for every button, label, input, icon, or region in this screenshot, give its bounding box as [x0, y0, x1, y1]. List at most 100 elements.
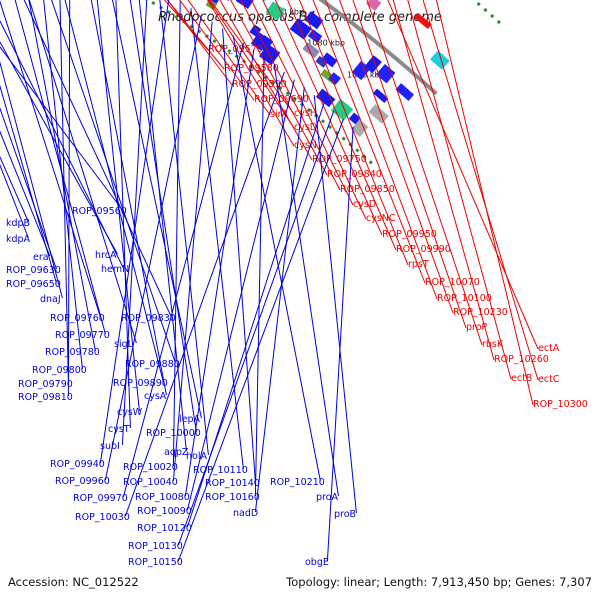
reverse-gene-block — [302, 42, 320, 59]
reverse-leader-line — [0, 19, 124, 269]
forward-gene-label: sirA — [270, 109, 288, 120]
reverse-gene-label: ROP_09880 — [125, 359, 180, 370]
reverse-gene-block — [372, 88, 389, 104]
reverse-gene-label: ROP_10130 — [128, 541, 183, 552]
forward-gene-label: ectC — [538, 374, 560, 385]
forward-gene-block — [430, 50, 450, 70]
reverse-gene-label: ROP_10150 — [128, 557, 183, 568]
reverse-leader-line — [0, 130, 51, 257]
reverse-gene-label: ROP_09800 — [32, 365, 87, 376]
reverse-gene-label: ROP_10120 — [137, 523, 192, 534]
reverse-gene-label: ROP_09650 — [6, 279, 61, 290]
forward-leader-line — [209, 0, 295, 115]
reverse-gene-block — [364, 55, 382, 74]
forward-gene-label: rpsT — [408, 259, 429, 270]
reverse-gene-label: nadD — [233, 508, 258, 519]
reverse-gene-block — [235, 0, 257, 9]
backbone-arc — [318, 0, 438, 96]
reverse-leader-line — [0, 0, 101, 318]
reverse-gene-label: lepA — [179, 414, 201, 425]
reverse-gene-label: ROP_10080 — [135, 492, 190, 503]
reverse-gene-block — [321, 52, 338, 68]
reverse-leader-line — [64, 0, 164, 383]
reverse-gene-label: dnaJ — [40, 294, 61, 305]
reverse-leader-line — [122, 42, 244, 498]
forward-leader-line — [166, 0, 225, 70]
reverse-leader-line — [138, 0, 187, 452]
reverse-leader-line — [104, 14, 202, 481]
reverse-gene-label: cysT — [108, 424, 130, 435]
reverse-gene-label: ROP_09940 — [50, 459, 105, 470]
reverse-gene-label: hemN — [101, 264, 129, 275]
reverse-gene-label: ROP_10090 — [137, 506, 192, 517]
forward-gene-label: cysNC — [366, 213, 396, 224]
reverse-gene-label: ROP_09810 — [18, 392, 73, 403]
forward-gene-block — [414, 12, 432, 30]
reverse-gene-block — [376, 63, 396, 84]
forward-gene-label: cysD — [353, 199, 376, 210]
reverse-leader-line — [0, 46, 123, 211]
reverse-gene-block — [315, 55, 328, 68]
forward-leader-line — [422, 0, 539, 381]
reverse-gene-label: cysA — [144, 391, 167, 402]
reverse-leader-line — [99, 0, 170, 464]
reverse-leader-line — [43, 0, 83, 370]
reverse-leader-line — [184, 49, 255, 497]
accession-text: Accession: NC_012522 — [8, 575, 139, 589]
forward-leader-line — [352, 0, 467, 329]
reverse-gene-block — [330, 98, 354, 121]
reverse-gene-label: ROP_09560 — [72, 206, 127, 217]
reverse-leader-line — [0, 84, 57, 284]
forward-leader-line — [240, 0, 341, 191]
reverse-gene-block — [307, 29, 323, 44]
reverse-leader-line — [124, 71, 285, 517]
reverse-leader-line — [14, 0, 106, 335]
reverse-leader-line — [186, 79, 295, 511]
reverse-leader-line — [222, 28, 256, 483]
reverse-gene-label: ROP_09780 — [45, 347, 100, 358]
forward-leader-line — [230, 0, 328, 176]
forward-leader-line — [166, 0, 233, 86]
forward-leader-line — [274, 0, 383, 236]
reverse-gene-block — [249, 24, 262, 37]
reverse-gene-label: ROP_09770 — [55, 330, 110, 341]
reverse-gene-label: ROP_09960 — [55, 476, 110, 487]
forward-gene-label: proP — [466, 322, 488, 333]
reverse-leader-line — [59, 0, 69, 384]
reverse-gene-label: ROP_10040 — [123, 477, 178, 488]
forward-gene-label: cysD — [294, 122, 317, 133]
forward-gene-label: ectA — [538, 343, 560, 354]
forward-gene-block — [366, 0, 382, 11]
reverse-leader-line — [96, 0, 140, 412]
reverse-leader-line — [121, 0, 148, 446]
reverse-gene-label: proB — [334, 509, 356, 520]
forward-leader-line — [250, 0, 354, 206]
reverse-gene-label: ROP_10030 — [75, 512, 130, 523]
reverse-leader-line — [313, 94, 357, 514]
reverse-gene-label: ROP_09630 — [6, 265, 61, 276]
reverse-gene-block — [304, 11, 324, 30]
reverse-gene-label: ROP_10140 — [205, 478, 260, 489]
reverse-gene-label: subI — [100, 441, 120, 452]
reverse-leader-line — [177, 110, 335, 546]
reverse-gene-block — [289, 18, 312, 40]
reverse-gene-label: proA — [316, 492, 339, 503]
topology-text: Topology: linear; Length: 7,913,450 bp; … — [286, 575, 592, 589]
reverse-gene-block — [350, 119, 369, 137]
reverse-leader-line — [254, 87, 305, 513]
forward-gene-label: ROP_10100 — [437, 293, 492, 304]
reverse-gene-block — [328, 72, 341, 85]
reverse-leader-line — [177, 118, 344, 562]
reverse-gene-block — [256, 35, 274, 52]
forward-leader-line — [339, 0, 454, 314]
reverse-leader-line — [51, 0, 176, 364]
reverse-gene-label: ROP_09830 — [121, 313, 176, 324]
reverse-gene-block — [253, 0, 271, 2]
reverse-gene-block — [368, 104, 389, 124]
forward-leader-line — [187, 0, 271, 116]
reverse-gene-block — [315, 88, 336, 108]
reverse-gene-label: ROP_10110 — [193, 465, 248, 476]
reverse-leader-line — [0, 164, 29, 239]
forward-gene-label: cysN — [294, 140, 317, 151]
